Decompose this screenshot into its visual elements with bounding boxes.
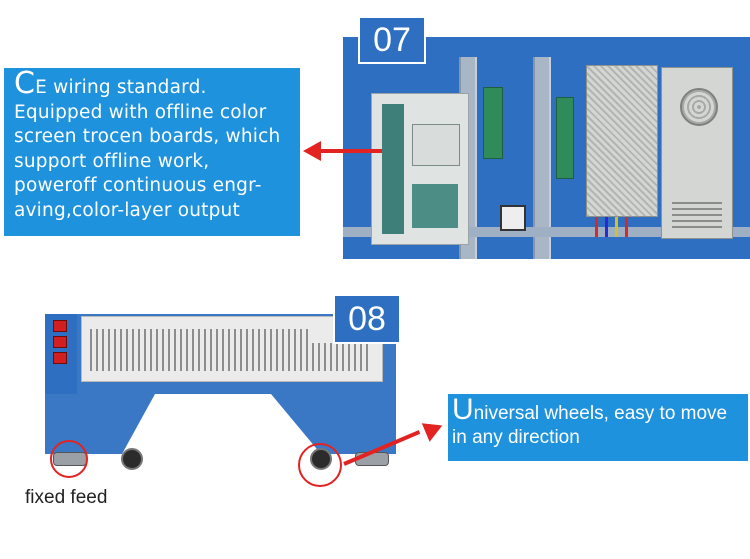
power-switch-icon [53,352,67,364]
arrow-head-icon [421,416,447,442]
info-line: CE wiring standard. [14,69,294,101]
info-line: aving,color-layer output [14,199,240,221]
machine-leg-right [271,394,396,454]
board-terminal-strip [382,104,404,234]
info-line: Equipped with offline color [14,101,267,123]
info-line: poweroff continuous engr- [14,175,262,196]
cabinet-rail [533,57,551,259]
info-line: screen trocen boards, which [14,126,281,147]
power-supply-unit [586,65,658,217]
fixed-feed-caption: fixed feed [25,487,108,508]
lead-letter: C [14,66,36,101]
section-badge-08: 08 [333,294,401,344]
info-text: E wiring standard. [35,77,207,98]
board-chip [412,184,458,228]
pointer-arrow-line [318,149,382,153]
vent-grill [81,316,383,382]
section-badge-07: 07 [358,16,426,64]
board-chip [412,124,460,166]
controller-board [371,93,469,245]
lead-letter: U [452,393,474,426]
psu-vent [672,198,722,228]
power-switch-icon [53,320,67,332]
terminal-module [483,87,503,159]
cabinet-rail [343,227,750,237]
fuse-meter [500,205,526,231]
arrow-head-icon [303,141,321,161]
highlight-circle-wheel [298,443,342,487]
info-line: in any direction [452,427,580,448]
power-supply-unit [661,67,733,239]
wiring-info-box: CE wiring standard. Equipped with offlin… [4,68,300,236]
info-line: Universal wheels, easy to move [452,395,748,426]
info-line: support offline work, [14,150,210,172]
info-text: niversal wheels, easy to move [473,403,728,424]
wheels-info-box: Universal wheels, easy to move in any di… [448,394,748,461]
caster-wheel-icon [121,448,143,470]
power-switch-icon [53,336,67,348]
electrical-cabinet-photo [343,37,750,259]
terminal-module [556,97,574,179]
highlight-circle-foot [50,440,88,478]
fan-icon [680,88,718,126]
